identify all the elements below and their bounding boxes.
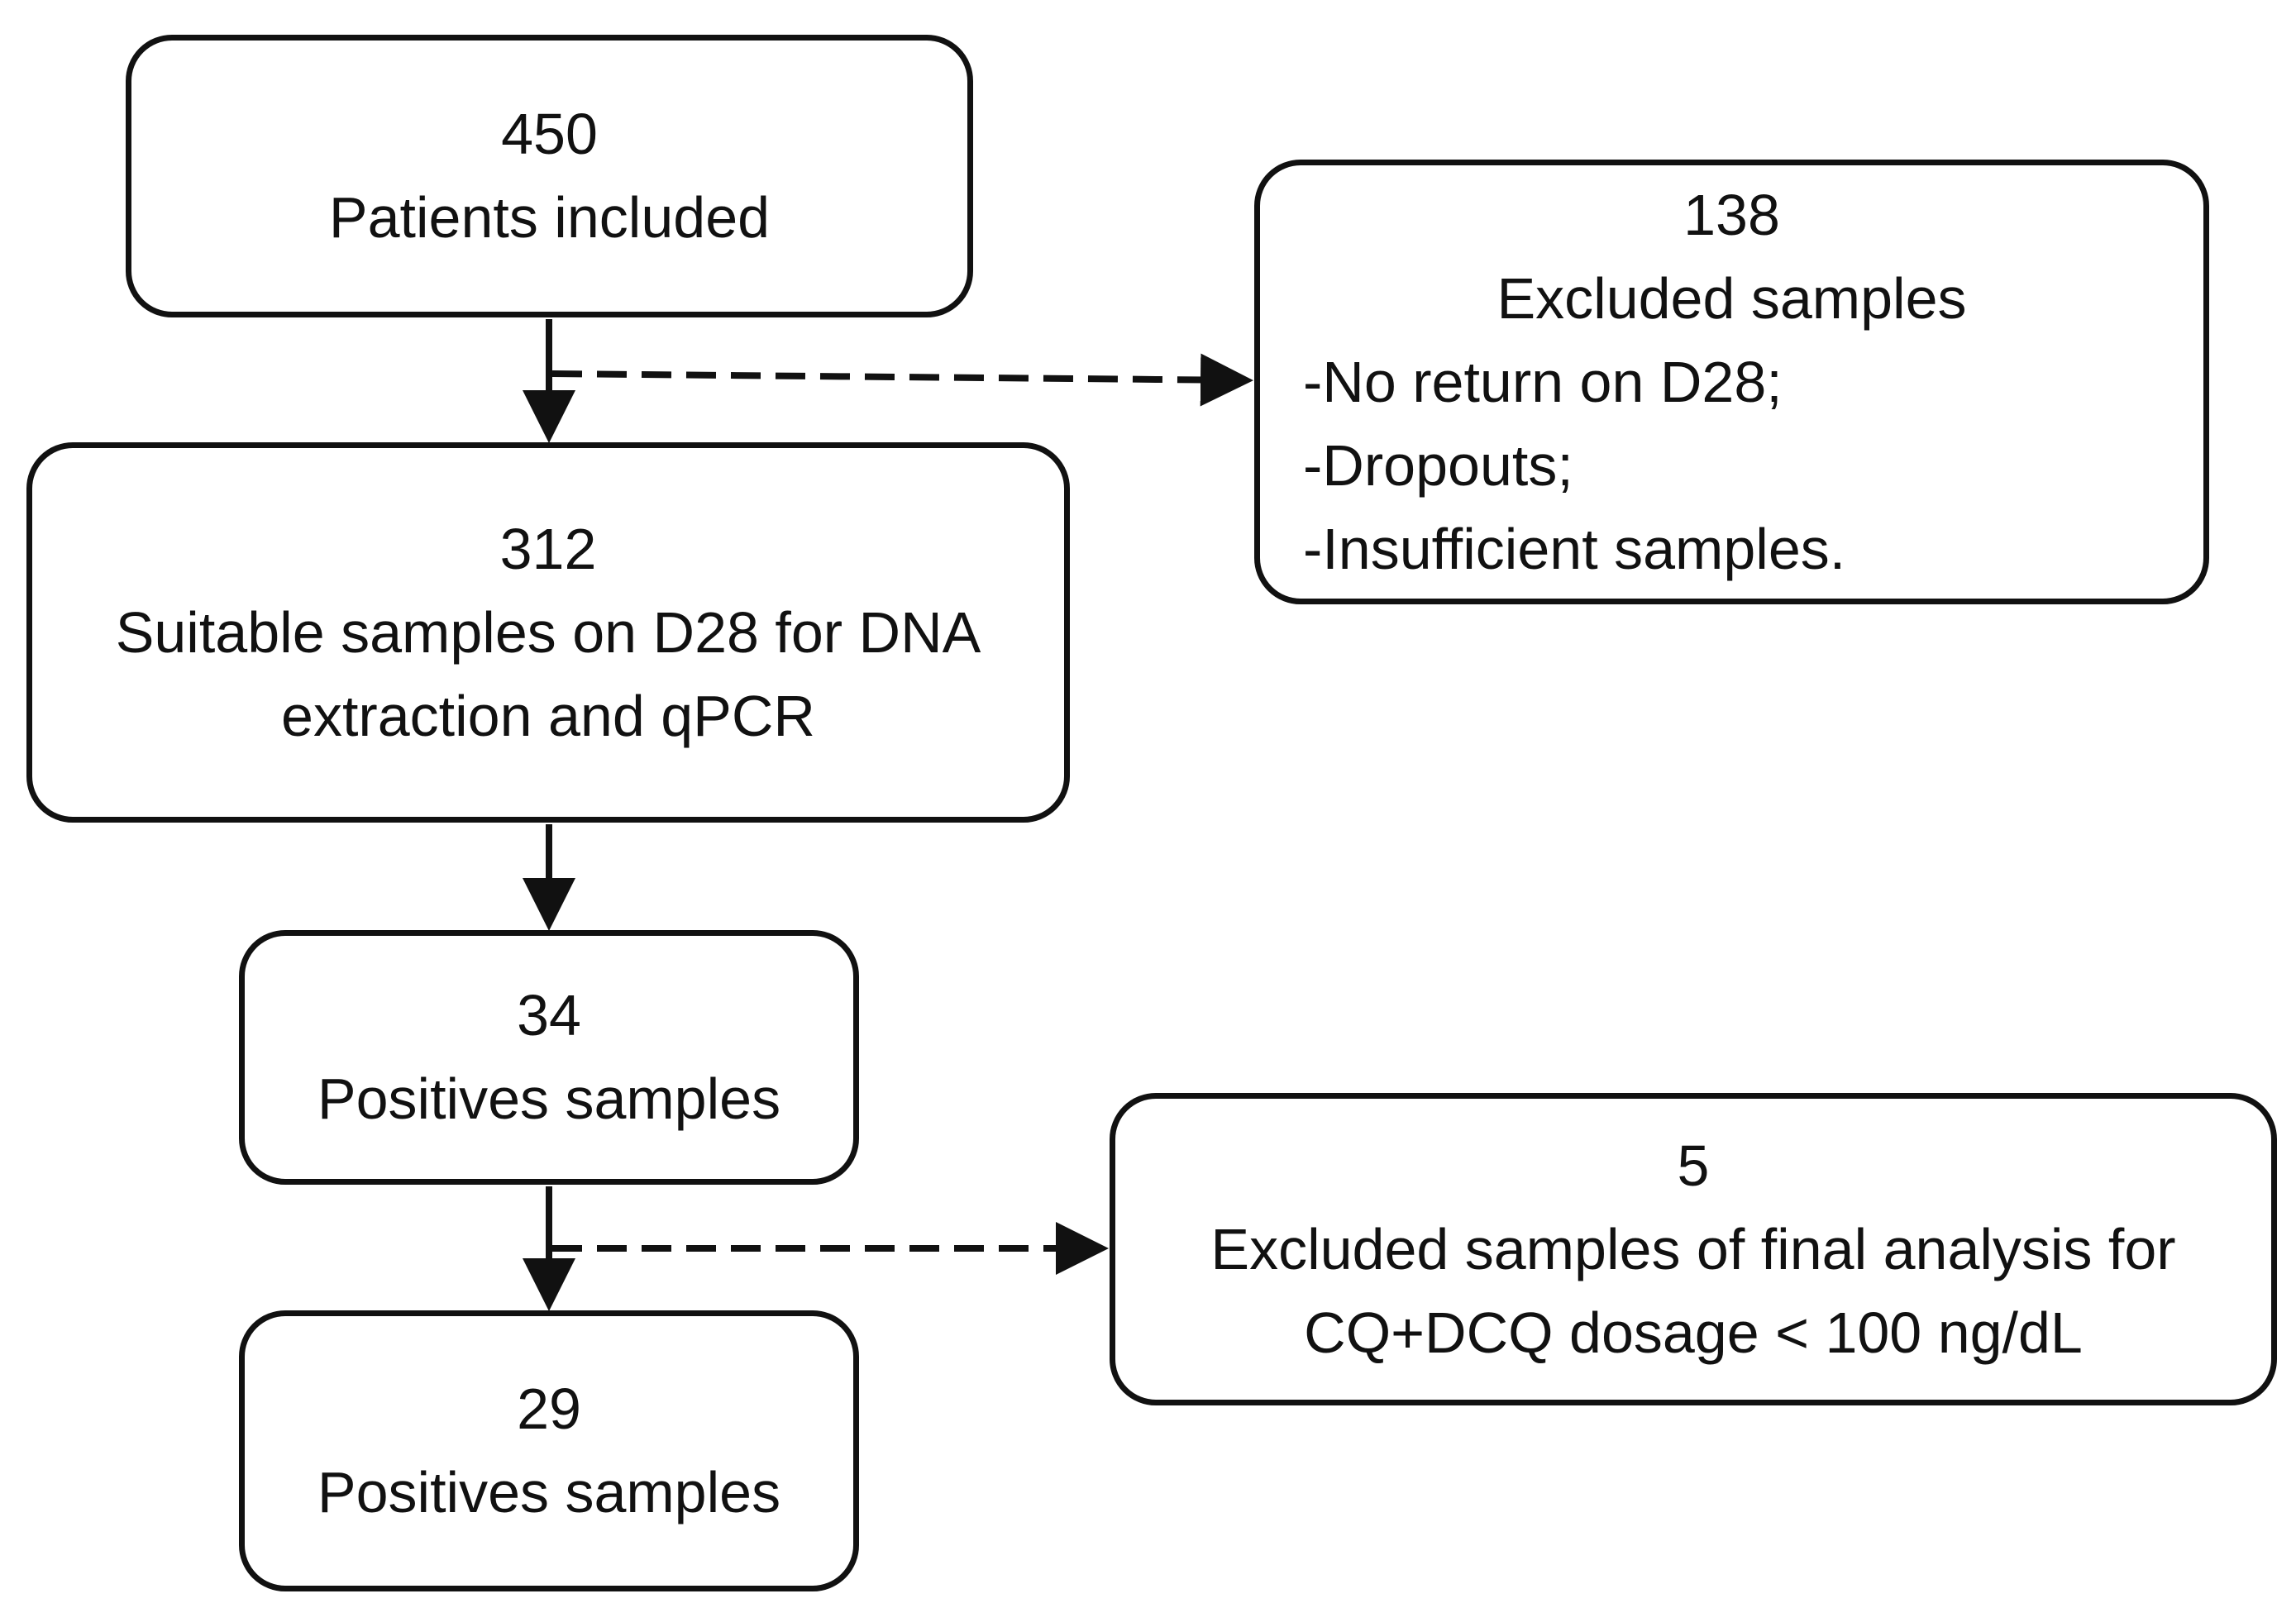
exclusion-reasons-list: -No return on D28; -Dropouts; -Insuffici… <box>1260 341 2203 591</box>
suitable-label-line2: extraction and qPCR <box>281 683 815 748</box>
suitable-label-line1: Suitable samples on D28 for DNA <box>115 599 981 665</box>
positives-34-count: 34 <box>517 983 581 1047</box>
box-patients-included: 450 Patients included <box>126 35 973 317</box>
positives-34-label: Positives samples <box>317 1066 781 1131</box>
exclusion-reason-no-return: -No return on D28; <box>1303 349 1783 414</box>
excluded-label: Excluded samples <box>1496 265 1967 331</box>
excluded-final-label-line1: Excluded samples of final analysis for <box>1210 1216 2176 1281</box>
suitable-count: 312 <box>499 516 597 581</box>
box-suitable-samples: 312 Suitable samples on D28 for DNA extr… <box>26 442 1070 823</box>
positives-29-count: 29 <box>517 1377 581 1441</box>
positives-29-label: Positives samples <box>317 1460 781 1524</box>
box-excluded-final-analysis: 5 Excluded samples of final analysis for… <box>1110 1093 2277 1405</box>
exclusion-reason-insufficient: -Insufficient samples. <box>1303 516 1846 581</box>
dashed-arrow-to-excluded <box>551 353 1253 407</box>
box-positives-samples-34: 34 Positives samples <box>239 930 859 1185</box>
patients-count: 450 <box>501 102 598 166</box>
patients-label: Patients included <box>328 185 771 250</box>
excluded-count: 138 <box>1683 182 1780 247</box>
excluded-final-count: 5 <box>1677 1133 1710 1198</box>
box-excluded-samples: 138 Excluded samples -No return on D28; … <box>1254 160 2209 604</box>
excluded-final-label-line2: CQ+DCQ dosage < 100 ng/dL <box>1304 1300 2083 1365</box>
box-positives-samples-29: 29 Positives samples <box>239 1310 859 1591</box>
exclusion-reason-dropouts: -Dropouts; <box>1303 432 1573 498</box>
